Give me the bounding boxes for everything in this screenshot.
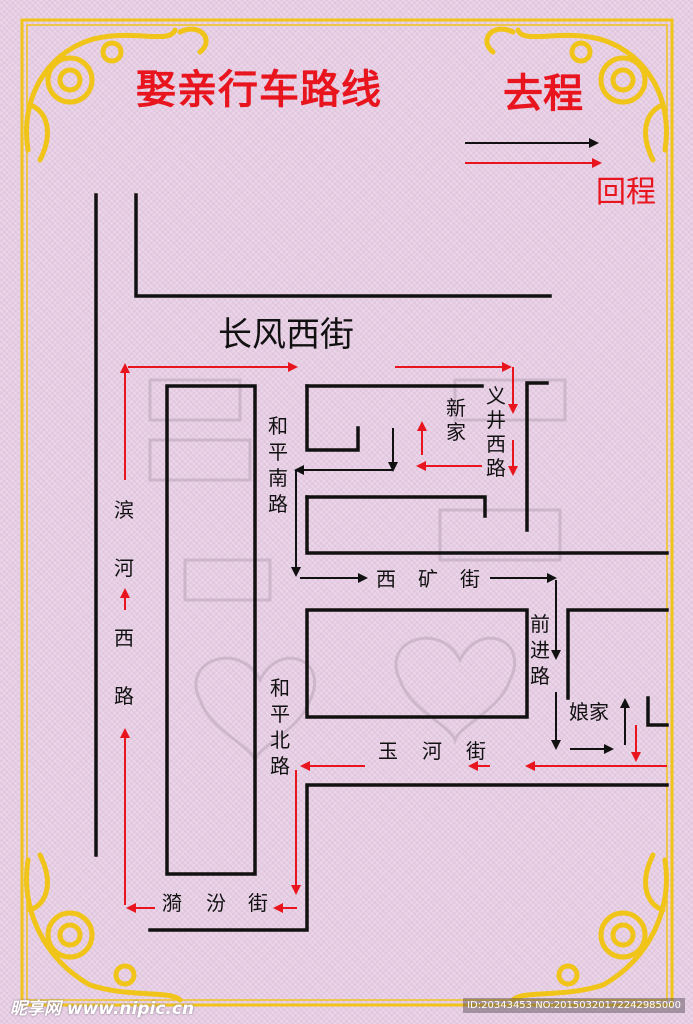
legend-outbound-label: 去程 (503, 70, 583, 117)
qianjin-char: 路 (530, 664, 550, 688)
page-title: 娶亲行车路线 (136, 66, 382, 113)
street-label-yijing: 义 井 西 路 (486, 386, 506, 478)
street-label-binhe-3: 西 (114, 626, 134, 650)
street-label-xikuang-3: 街 (460, 567, 480, 591)
street-label-yifen-2: 汾 (206, 891, 226, 915)
heping-south-char: 和 (268, 414, 288, 438)
corner-ornament-bottom-left (24, 852, 183, 1003)
qianjin-char: 前 (530, 612, 550, 636)
street-label-yuhe-2: 河 (422, 739, 442, 763)
street-label-binhe-4: 路 (114, 684, 134, 708)
qianjin-char: 进 (530, 638, 550, 662)
heping-south-char: 路 (268, 492, 288, 516)
heping-north-char: 路 (270, 754, 290, 778)
yijing-char: 西 (486, 432, 506, 456)
outbound-route (291, 138, 630, 754)
yijing-char: 路 (486, 456, 506, 480)
legend-return-label: 回程 (596, 175, 656, 210)
roads (94, 193, 669, 932)
street-label-heping-north: 和 平 北 路 (270, 678, 290, 776)
street-label-yifen-1: 漪 (162, 891, 182, 915)
heping-south-char: 平 (268, 440, 288, 464)
gold-frame (20, 18, 674, 1007)
street-label-binhe-1: 滨 (114, 498, 134, 522)
watermark-site: 昵享网 www.nipic.cn (10, 999, 195, 1019)
return-route (120, 158, 667, 913)
street-label-yifen-3: 街 (248, 891, 268, 915)
corner-ornament-top-left (24, 26, 209, 163)
new-home-char: 家 (446, 420, 466, 444)
background-emblem (148, 378, 567, 765)
street-label-binhe-2: 河 (114, 556, 134, 580)
new-home-char: 新 (446, 396, 466, 420)
heping-north-char: 和 (270, 676, 290, 700)
heping-north-char: 平 (270, 702, 290, 726)
street-label-xikuang-2: 矿 (418, 567, 438, 591)
heping-south-char: 南 (268, 466, 288, 490)
yijing-char: 井 (486, 408, 506, 432)
street-label-yuhe-3: 街 (466, 739, 486, 763)
street-label-qianjin: 前 进 路 (530, 614, 550, 686)
street-label-changfeng: 长风西街 (218, 315, 354, 355)
place-label-new-home: 新 家 (446, 398, 466, 442)
corner-ornament-top-right (484, 26, 669, 163)
heping-north-char: 北 (270, 728, 290, 752)
place-label-bride-home: 娘家 (569, 700, 609, 724)
yijing-char: 义 (486, 384, 506, 408)
watermark-id: ID:20343453 NO:20150320172242985000 (463, 998, 685, 1013)
street-label-xikuang-1: 西 (376, 567, 396, 591)
street-label-yuhe-1: 玉 (378, 739, 398, 763)
corner-ornament-bottom-right (510, 852, 669, 1003)
street-label-heping-south: 和 平 南 路 (268, 416, 288, 514)
